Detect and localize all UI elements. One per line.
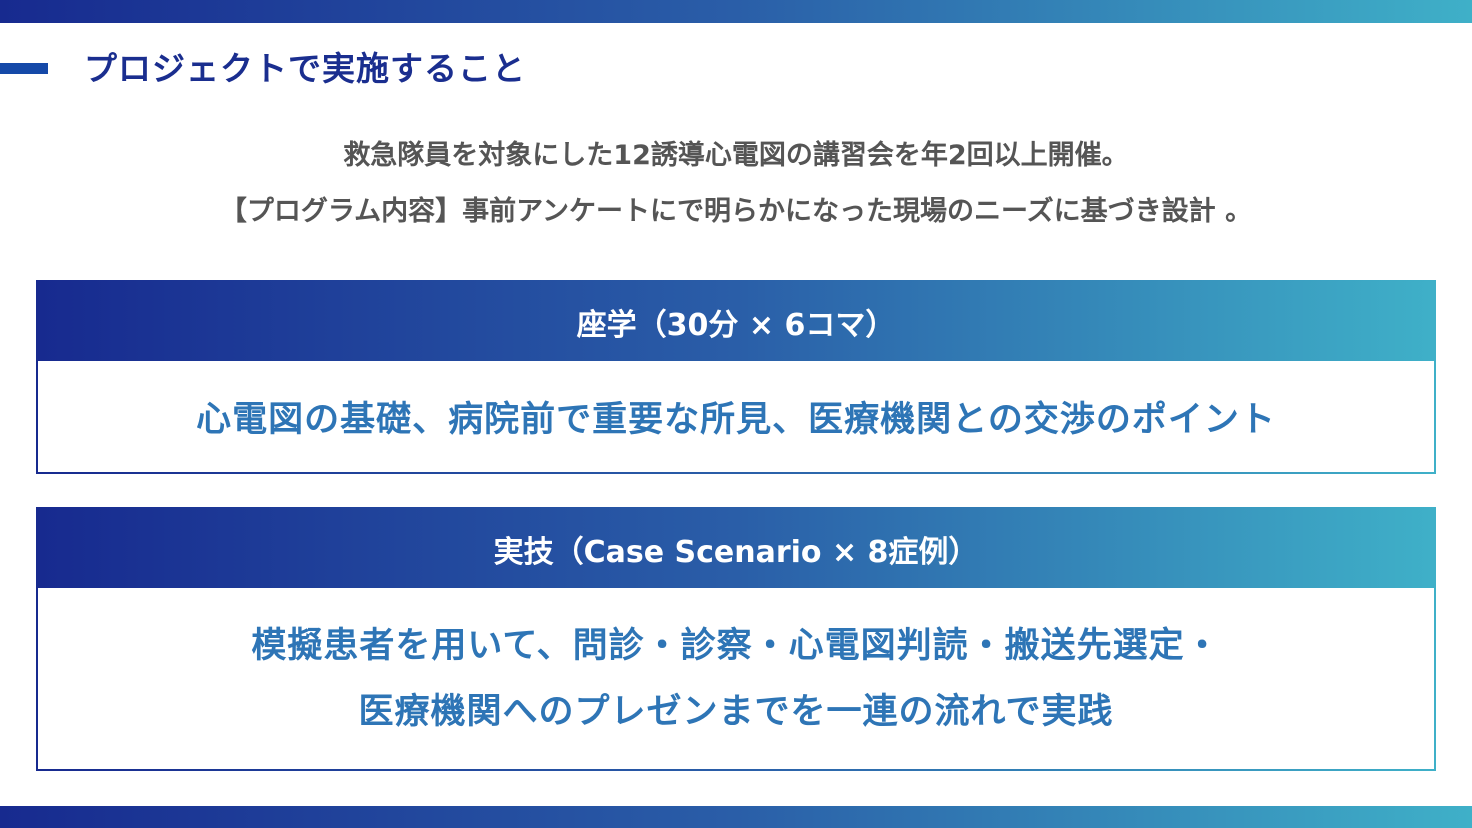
intro-line-2: 【プログラム内容】事前アンケートにで明らかになった現場のニーズに基づき設計 。 (219, 196, 1253, 227)
practical-section-header: 実技（Case Scenario × 8症例） (38, 509, 1434, 588)
practical-section-card: 実技（Case Scenario × 8症例） 模擬患者を用いて、問診・診察・心… (36, 507, 1436, 771)
lecture-body-line-1: 心電図の基礎、病院前で重要な所見、医療機関との交渉のポイント (196, 400, 1276, 440)
practical-body-line-1: 模擬患者を用いて、問診・診察・心電図判読・搬送先選定・ (251, 625, 1221, 666)
lecture-section-body: 心電図の基礎、病院前で重要な所見、医療機関との交渉のポイント (38, 361, 1434, 472)
lecture-section-card: 座学（30分 × 6コマ） 心電図の基礎、病院前で重要な所見、医療機関との交渉の… (36, 280, 1436, 474)
bottom-gradient-bar (0, 806, 1472, 828)
intro-text: 救急隊員を対象にした12誘導心電図の講習会を年2回以上開催。 【プログラム内容】… (0, 128, 1472, 240)
lecture-section-header: 座学（30分 × 6コマ） (38, 282, 1434, 361)
title-accent-bar (0, 63, 48, 74)
intro-line-1: 救急隊員を対象にした12誘導心電図の講習会を年2回以上開催。 (343, 140, 1129, 171)
page-title: プロジェクトで実施すること (84, 49, 526, 88)
practical-section-body: 模擬患者を用いて、問診・診察・心電図判読・搬送先選定・ 医療機関へのプレゼンまで… (38, 588, 1434, 769)
top-gradient-bar (0, 0, 1472, 23)
practical-body-line-2: 医療機関へのプレゼンまでを一連の流れで実践 (358, 691, 1114, 732)
